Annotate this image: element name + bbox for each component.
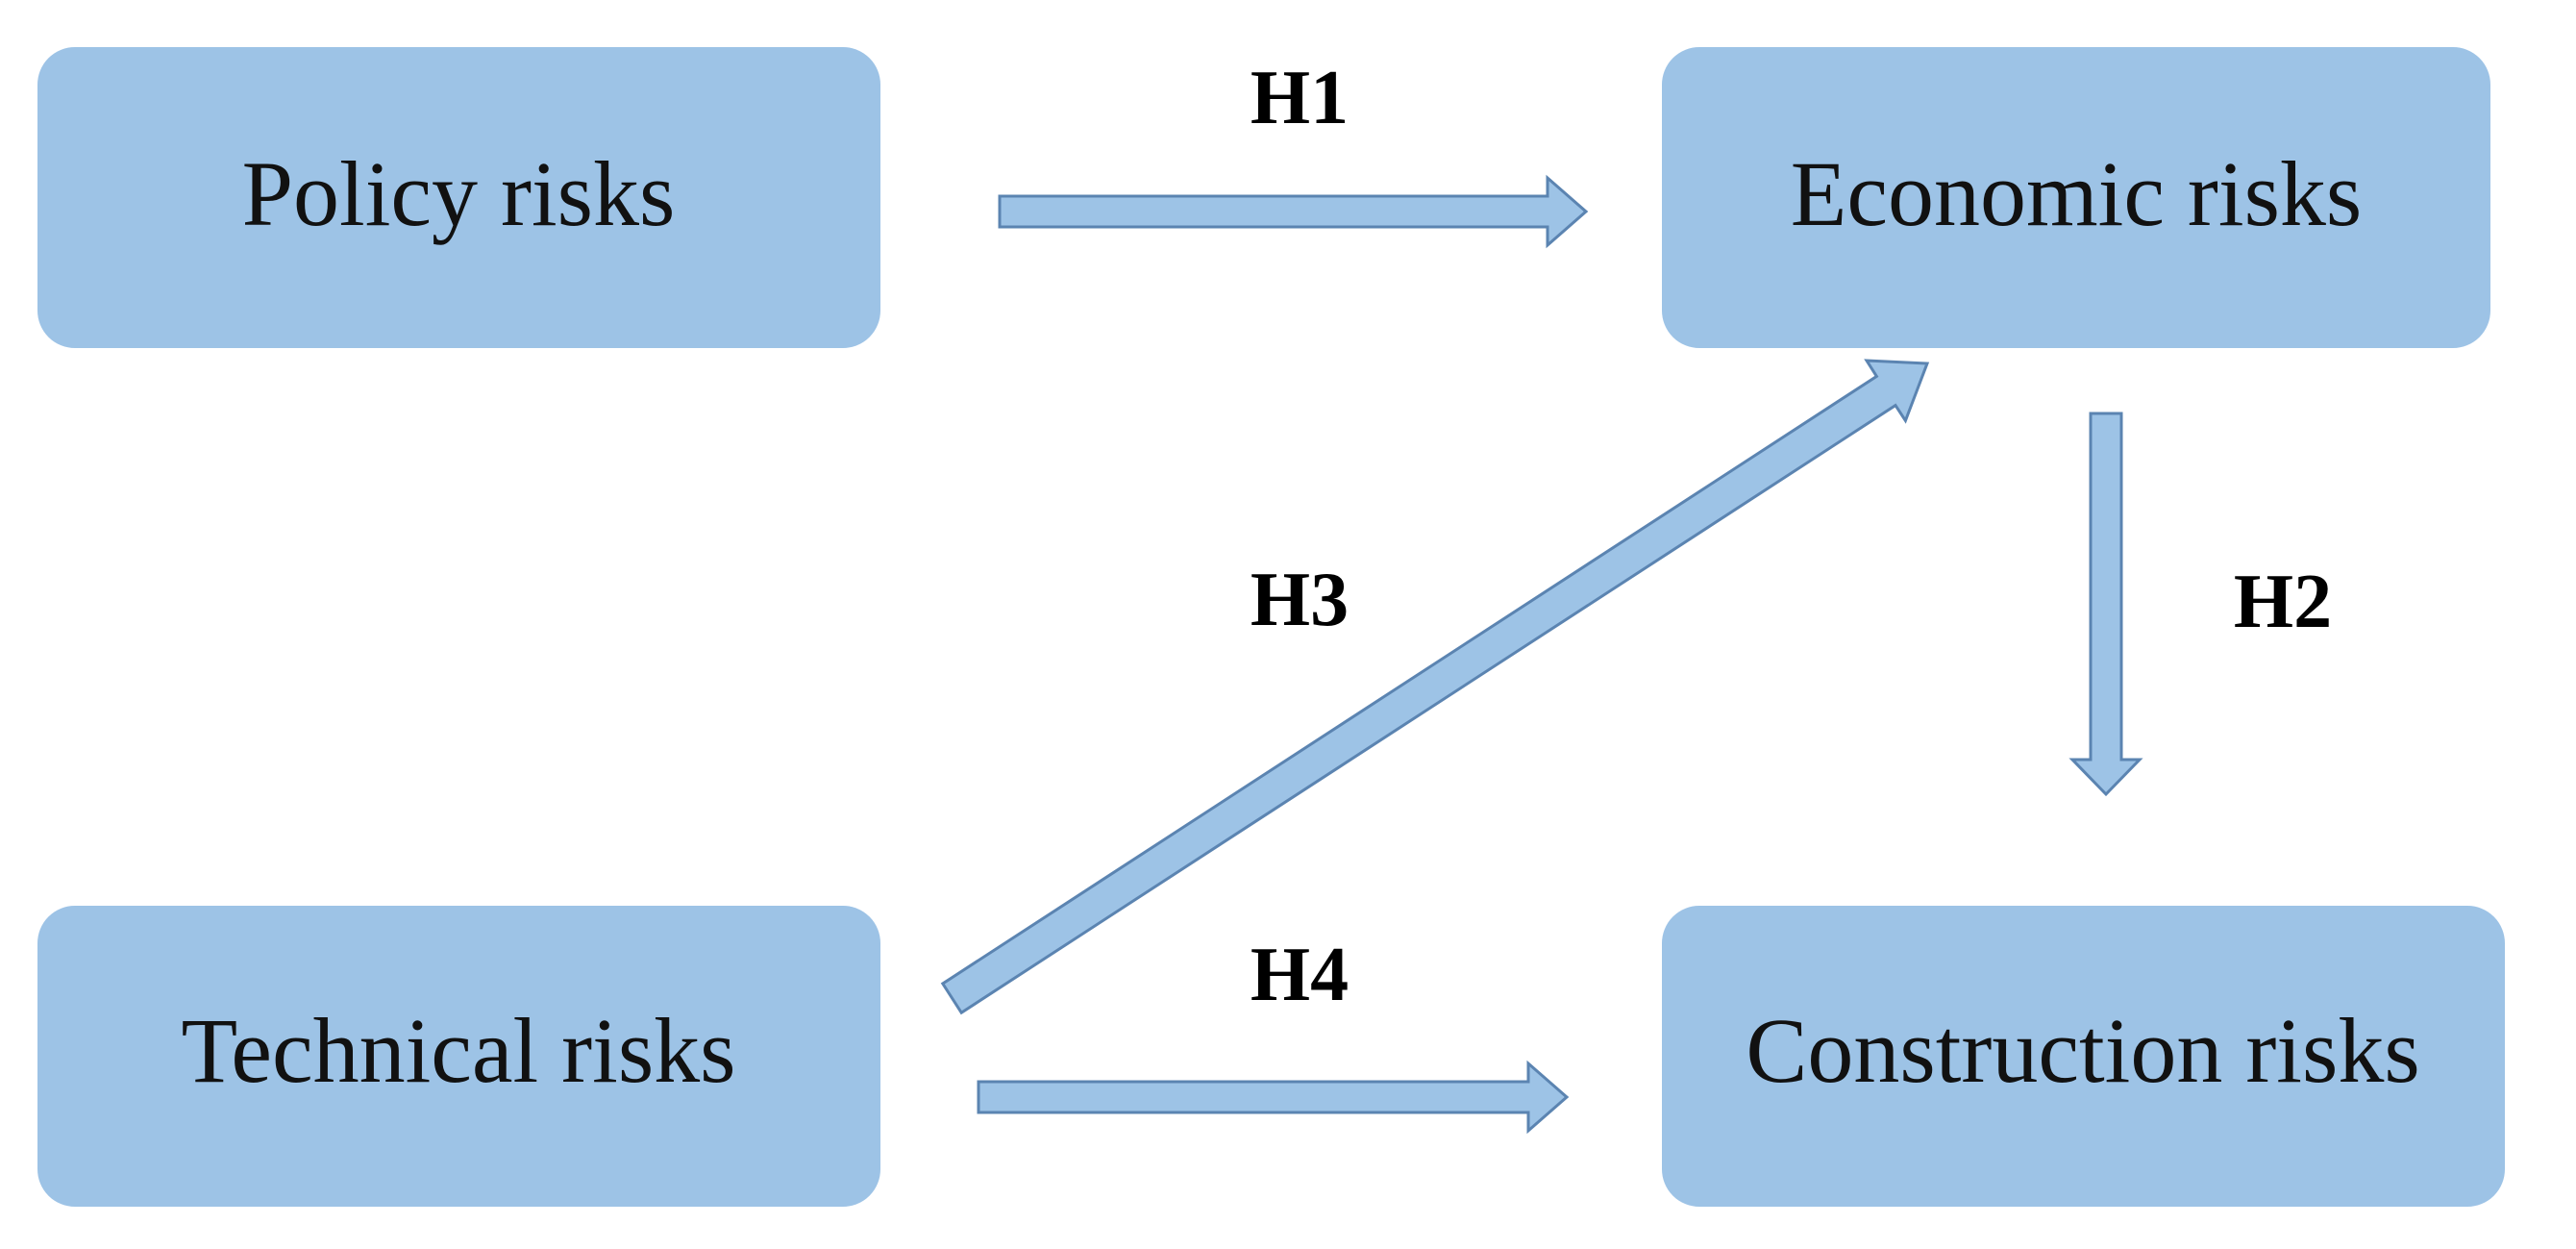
node-economic-risks: Economic risks	[1662, 47, 2490, 348]
node-box-economic	[1662, 47, 2490, 348]
node-policy-risks: Policy risks	[37, 47, 880, 348]
edge-label-h2: H2	[2234, 560, 2332, 644]
edge-label-h3: H3	[1251, 558, 1349, 642]
node-box-construction	[1662, 906, 2505, 1207]
node-label-economic: Economic risks	[1791, 142, 2363, 245]
node-technical-risks: Technical risks	[37, 906, 880, 1207]
edge-h2: H2	[2068, 412, 2332, 797]
node-label-policy: Policy risks	[242, 142, 676, 245]
node-label-construction: Construction risks	[1746, 999, 2419, 1102]
edge-label-h1: H1	[1251, 56, 1349, 140]
arrow-h3	[940, 359, 1930, 1015]
edge-h4: H4	[977, 933, 1570, 1135]
node-box-policy	[37, 47, 880, 348]
arrow-h1	[998, 174, 1589, 249]
edge-label-h4: H4	[1251, 933, 1349, 1017]
edge-h1: H1	[998, 56, 1589, 249]
node-label-technical: Technical risks	[181, 999, 735, 1102]
arrow-h4	[977, 1060, 1570, 1135]
arrow-h2	[2068, 412, 2143, 797]
node-box-technical	[37, 906, 880, 1207]
node-construction-risks: Construction risks	[1662, 906, 2505, 1207]
edge-h3: H3	[940, 359, 1930, 1015]
